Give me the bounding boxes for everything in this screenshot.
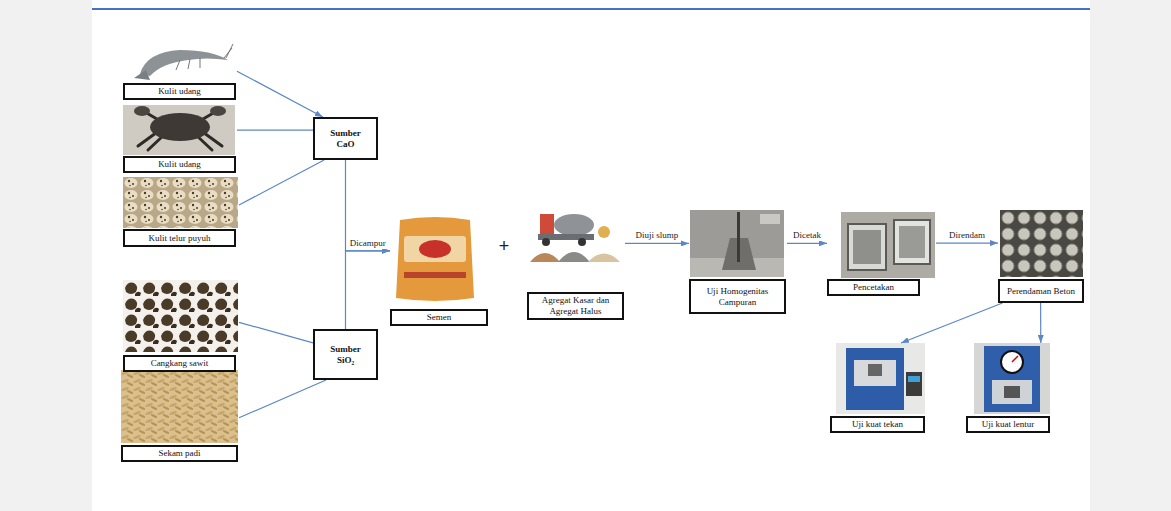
- process-box: Kulit udang: [123, 40, 237, 100]
- cement-bag-photo: [392, 212, 478, 305]
- process-box: Uji Homogenitas Campuran: [689, 210, 787, 314]
- flow-arrow: [237, 71, 323, 117]
- flow-arrow: [239, 322, 313, 343]
- shrimp-photo: [127, 40, 235, 82]
- source-box: Sumber SiO₂: [313, 329, 378, 380]
- rice-husk-photo: [121, 370, 238, 443]
- process-box: Sekam padi: [121, 370, 239, 462]
- process-box: Uji kuat tekan: [830, 343, 926, 433]
- flow-arrow: [1040, 303, 1041, 343]
- process-box: Kulit udang: [123, 105, 237, 173]
- process-box: Semen: [390, 212, 488, 326]
- quail-egg-photo: [123, 177, 238, 228]
- flow-arrow: [346, 251, 391, 329]
- node-label: Perendaman Beton: [998, 279, 1084, 303]
- node-label: Uji kuat lentur: [966, 416, 1050, 433]
- flow-arrow: [625, 243, 689, 244]
- node-label: Uji kuat tekan: [830, 416, 925, 433]
- flow-arrow: [237, 130, 313, 131]
- edge-label: Direndam: [947, 230, 987, 241]
- source-box: Sumber CaO: [313, 117, 378, 160]
- flow-arrow: [239, 160, 324, 205]
- node-label: Kulit udang: [123, 156, 236, 173]
- flexural-machine-photo: [974, 343, 1050, 414]
- slump-test-photo: [690, 210, 784, 277]
- process-box: Perendaman Beton: [998, 210, 1085, 303]
- node-label: Uji Homogenitas Campuran: [689, 279, 786, 314]
- node-label: Pencetakan: [827, 279, 920, 296]
- node-label: Semen: [390, 309, 488, 326]
- node-label: Kulit telur puyuh: [123, 229, 236, 247]
- node-label: Sumber CaO: [313, 117, 378, 160]
- process-box: Kulit telur puyuh: [123, 177, 239, 247]
- top-rule: [92, 8, 1090, 10]
- mold-photo: [841, 212, 935, 278]
- flow-arrow: [901, 303, 1002, 343]
- edge-label: Diuji slump: [634, 230, 681, 241]
- process-box: Pencetakan: [827, 212, 936, 296]
- compression-machine-photo: [836, 343, 925, 414]
- plus-sign: +: [484, 236, 524, 256]
- edge-label: Dicetak: [791, 230, 823, 241]
- flow-arrow: [346, 160, 391, 251]
- flow-arrow: [239, 380, 326, 418]
- crab-photo: [123, 105, 235, 155]
- flow-arrow: [936, 243, 998, 244]
- process-box: Cangkang sawit: [123, 280, 239, 372]
- node-label: Cangkang sawit: [123, 355, 236, 372]
- flow-arrow: [787, 243, 827, 244]
- node-label: Sekam padi: [121, 445, 238, 462]
- curing-photo: [1000, 210, 1083, 277]
- aggregate-photo: [527, 209, 624, 262]
- node-label: Sumber SiO₂: [313, 329, 378, 380]
- node-label: Agregat Kasar dan Agregat Halus: [527, 292, 624, 320]
- node-label: Kulit udang: [123, 83, 236, 100]
- process-box: Uji kuat lentur: [966, 343, 1051, 433]
- process-box: Agregat Kasar dan Agregat Halus: [527, 209, 625, 320]
- palm-shell-photo: [123, 280, 238, 352]
- edge-label: Dicampur: [348, 238, 388, 249]
